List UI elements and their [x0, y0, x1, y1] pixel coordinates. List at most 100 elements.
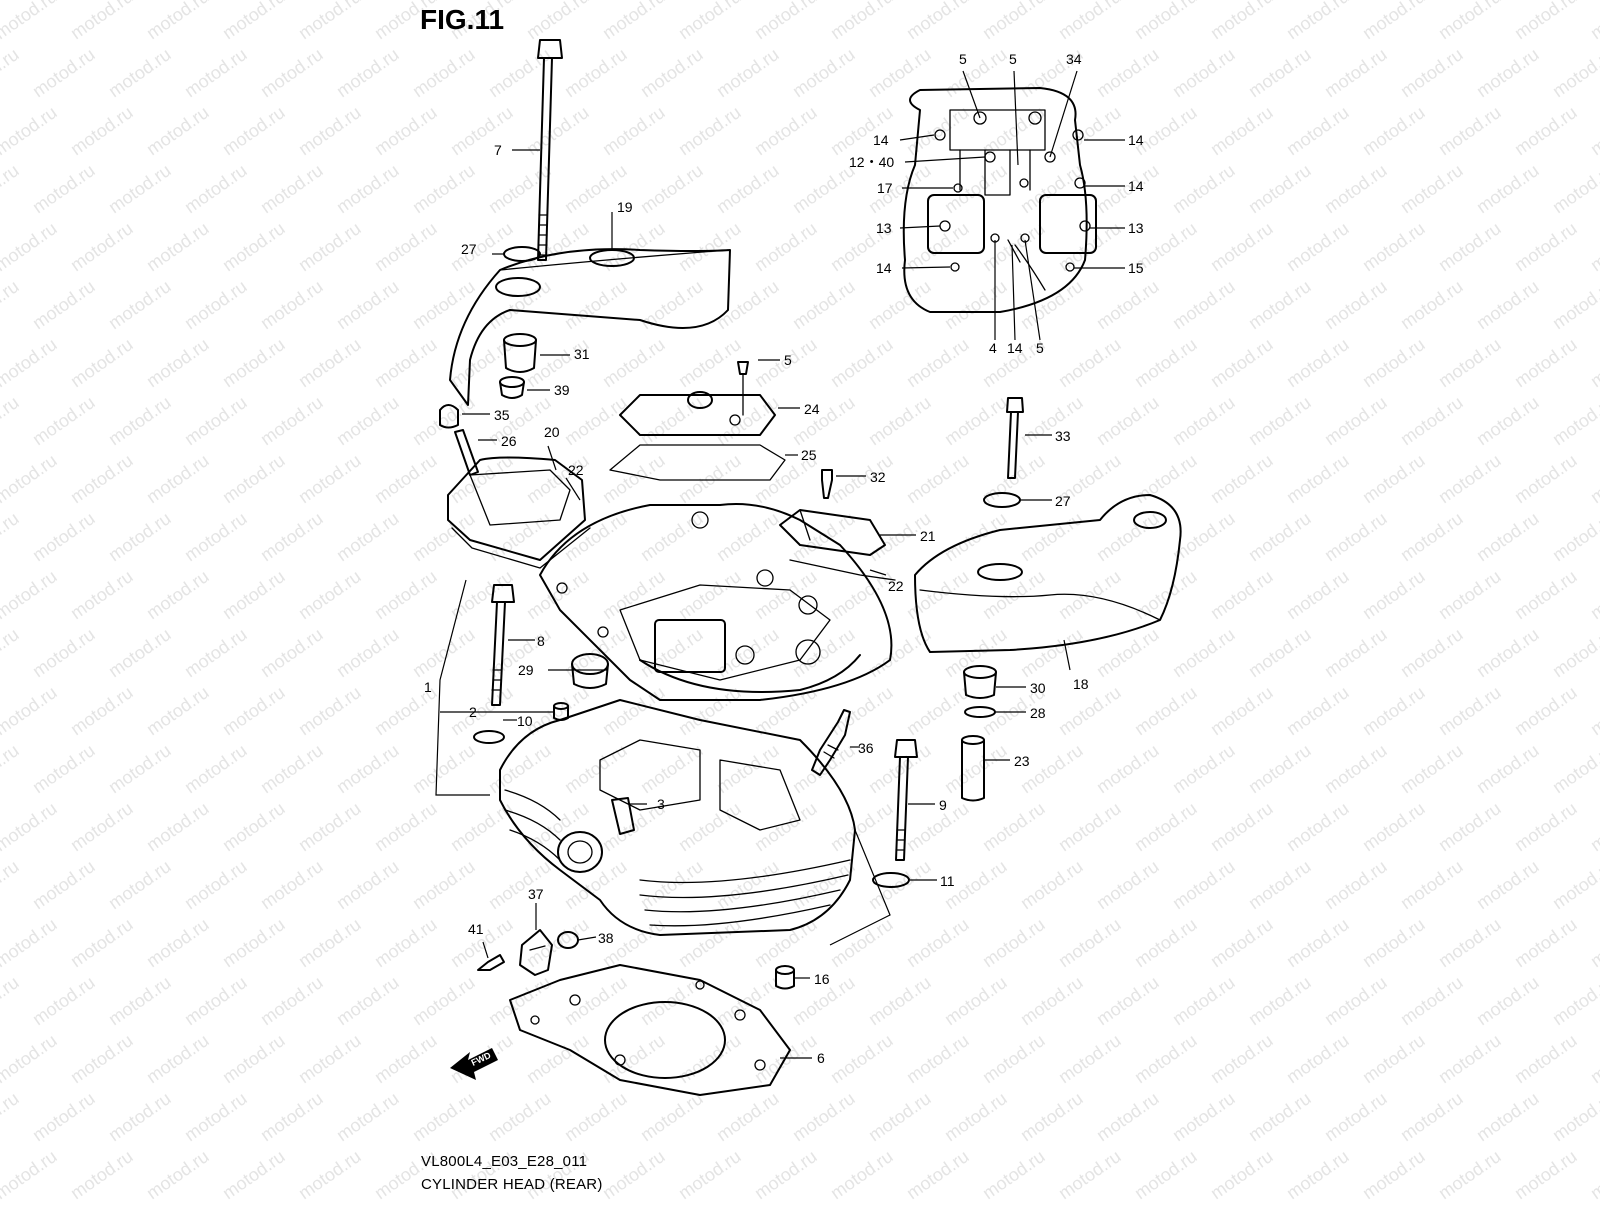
- watermark-text: motod.ru: [485, 972, 555, 1029]
- watermark-text: motod.ru: [257, 856, 327, 913]
- watermark-text: motod.ru: [1587, 914, 1600, 971]
- watermark-text: motod.ru: [0, 798, 60, 855]
- watermark-text: motod.ru: [941, 624, 1011, 681]
- watermark-text: motod.ru: [637, 160, 707, 217]
- callout-25: 25: [801, 447, 817, 463]
- callout-39: 39: [554, 382, 570, 398]
- watermark-text: motod.ru: [257, 276, 327, 333]
- watermark-text: motod.ru: [1321, 392, 1391, 449]
- watermark-text: motod.ru: [333, 740, 403, 797]
- watermark-text: motod.ru: [1435, 450, 1505, 507]
- watermark-text: motod.ru: [1207, 450, 1277, 507]
- watermark-text: motod.ru: [941, 972, 1011, 1029]
- watermark-text: motod.ru: [143, 218, 213, 275]
- watermark-text: motod.ru: [257, 508, 327, 565]
- watermark-text: motod.ru: [1587, 1030, 1600, 1087]
- watermark-text: motod.ru: [485, 276, 555, 333]
- watermark-text: motod.ru: [29, 740, 99, 797]
- watermark-text: motod.ru: [143, 566, 213, 623]
- watermark-text: motod.ru: [1435, 1030, 1505, 1087]
- watermark-text: motod.ru: [0, 856, 22, 913]
- watermark-text: motod.ru: [333, 44, 403, 101]
- watermark-text: motod.ru: [1435, 102, 1505, 159]
- watermark-text: motod.ru: [979, 914, 1049, 971]
- watermark-text: motod.ru: [1283, 218, 1353, 275]
- watermark-text: motod.ru: [827, 0, 897, 43]
- watermark-text: motod.ru: [485, 856, 555, 913]
- bolt-32: [821, 469, 833, 499]
- watermark-text: motod.ru: [67, 682, 137, 739]
- watermark-text: motod.ru: [1093, 624, 1163, 681]
- callout-5d: 5: [1036, 340, 1044, 356]
- watermark-text: motod.ru: [1397, 624, 1467, 681]
- watermark-text: motod.ru: [789, 276, 859, 333]
- watermark-text: motod.ru: [1587, 102, 1600, 159]
- watermark-text: motod.ru: [1473, 1088, 1543, 1145]
- callout-24: 24: [804, 401, 820, 417]
- watermark-text: motod.ru: [1093, 276, 1163, 333]
- watermark-text: motod.ru: [1093, 972, 1163, 1029]
- watermark-text: motod.ru: [143, 798, 213, 855]
- callout-33: 33: [1055, 428, 1071, 444]
- bolt-9: [894, 739, 918, 861]
- watermark-text: motod.ru: [409, 508, 479, 565]
- watermark-text: motod.ru: [979, 1146, 1049, 1200]
- watermark-text: motod.ru: [409, 160, 479, 217]
- watermark-text: motod.ru: [713, 1088, 783, 1145]
- watermark-text: motod.ru: [257, 624, 327, 681]
- watermark-text: motod.ru: [561, 972, 631, 1029]
- watermark-text: motod.ru: [1245, 44, 1315, 101]
- watermark-text: motod.ru: [1131, 0, 1201, 43]
- watermark-text: motod.ru: [333, 392, 403, 449]
- watermark-text: motod.ru: [105, 160, 175, 217]
- watermark-text: motod.ru: [219, 102, 289, 159]
- watermark-text: motod.ru: [1283, 1030, 1353, 1087]
- cap-21: [779, 509, 886, 556]
- stud-3: [611, 797, 635, 835]
- watermark-text: motod.ru: [941, 1088, 1011, 1145]
- callout-36: 36: [858, 740, 874, 756]
- callout-6: 6: [817, 1050, 825, 1066]
- figure-name: CYLINDER HEAD (REAR): [421, 1176, 603, 1193]
- watermark-text: motod.ru: [1017, 160, 1087, 217]
- callout-27b: 27: [1055, 493, 1071, 509]
- watermark-text: motod.ru: [0, 276, 22, 333]
- watermark-text: motod.ru: [713, 160, 783, 217]
- watermark-text: motod.ru: [333, 508, 403, 565]
- callout-14d: 14: [876, 260, 892, 276]
- watermark-text: motod.ru: [599, 102, 669, 159]
- watermark-text: motod.ru: [143, 334, 213, 391]
- watermark-text: motod.ru: [29, 624, 99, 681]
- watermark-text: motod.ru: [371, 218, 441, 275]
- watermark-text: motod.ru: [789, 44, 859, 101]
- rubber-30: [963, 665, 997, 699]
- cam-cover-20: [447, 456, 591, 569]
- watermark-text: motod.ru: [523, 0, 593, 43]
- watermark-text: motod.ru: [371, 102, 441, 159]
- watermark-text: motod.ru: [1511, 218, 1581, 275]
- watermark-text: motod.ru: [257, 392, 327, 449]
- watermark-text: motod.ru: [1511, 334, 1581, 391]
- watermark-text: motod.ru: [0, 392, 22, 449]
- watermark-text: motod.ru: [105, 392, 175, 449]
- watermark-text: motod.ru: [941, 740, 1011, 797]
- watermark-text: motod.ru: [105, 508, 175, 565]
- watermark-text: motod.ru: [1169, 624, 1239, 681]
- callout-11: 11: [940, 873, 955, 889]
- watermark-text: motod.ru: [1245, 972, 1315, 1029]
- watermark-text: motod.ru: [1435, 1146, 1505, 1200]
- watermark-text: motod.ru: [29, 508, 99, 565]
- watermark-text: motod.ru: [599, 1146, 669, 1200]
- watermark-text: motod.ru: [1017, 856, 1087, 913]
- leader-plug-line: [829, 829, 891, 946]
- callout-29: 29: [518, 662, 534, 678]
- watermark-text: motod.ru: [1549, 972, 1600, 1029]
- watermark-text: motod.ru: [219, 566, 289, 623]
- watermark-text: motod.ru: [827, 1030, 897, 1087]
- watermark-text: motod.ru: [675, 1030, 745, 1087]
- callout-15: 15: [1128, 260, 1144, 276]
- cylinder-head-1: [499, 503, 893, 936]
- watermark-text: motod.ru: [1359, 1146, 1429, 1200]
- watermark-text: motod.ru: [219, 0, 289, 43]
